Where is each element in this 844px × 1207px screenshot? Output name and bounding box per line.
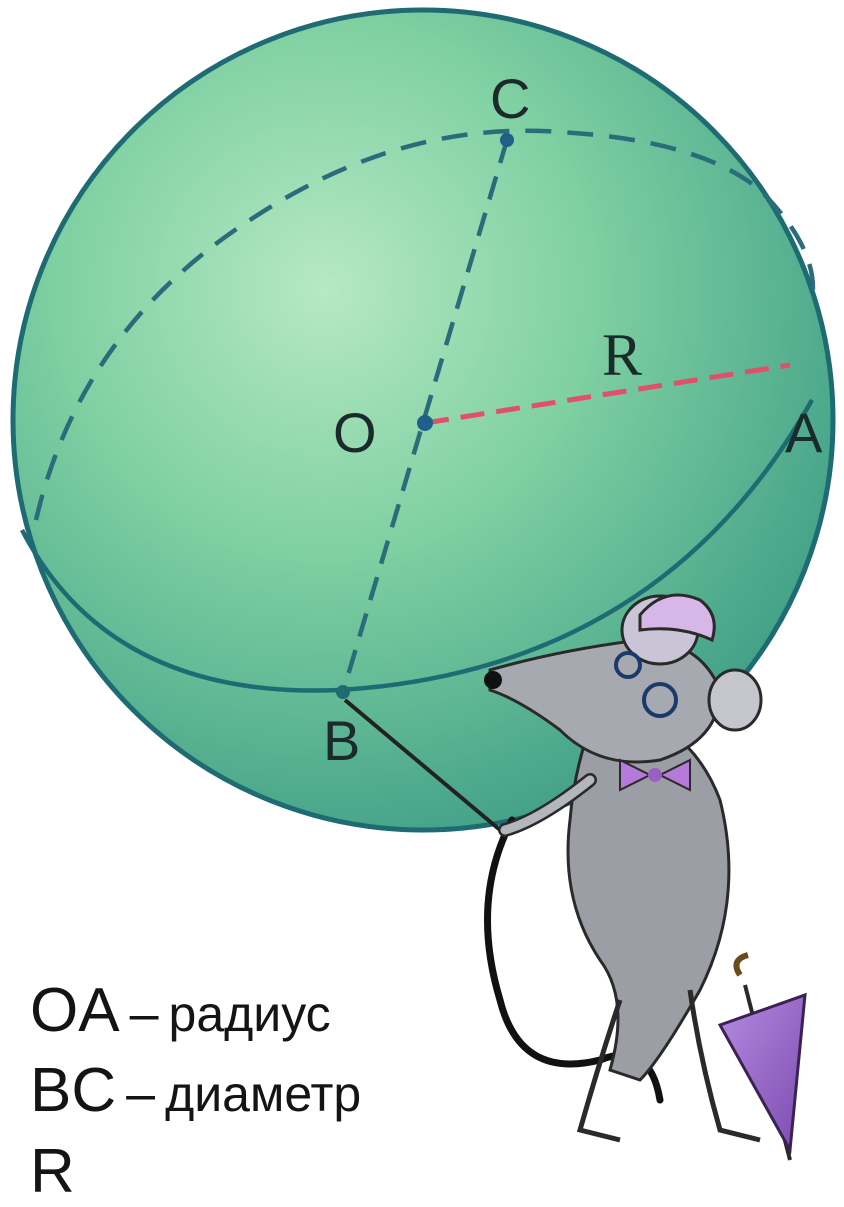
caption-dash: –: [129, 985, 159, 1043]
label-r: R: [602, 322, 642, 388]
caption-dash: –: [126, 1065, 156, 1123]
label-c: C: [490, 67, 530, 130]
caption-segment: BC: [30, 1056, 117, 1125]
radius-oa: [424, 362, 791, 426]
point-c: [500, 133, 514, 147]
caption-diameter: BC–диаметр: [30, 1055, 361, 1126]
point-b: [336, 685, 350, 699]
sphere-diagram: C O A B R: [10, 7, 836, 1161]
caption-term: радиус: [168, 986, 331, 1042]
caption-radius: OA–радиус: [30, 975, 331, 1046]
equator-back-arc: [33, 128, 816, 521]
caption-third-cut-off: R: [30, 1136, 75, 1207]
caption-segment: OA: [30, 976, 120, 1045]
caption-segment: R: [30, 1137, 75, 1206]
caption-term: диаметр: [165, 1066, 362, 1122]
label-o: O: [333, 401, 377, 464]
label-a: A: [785, 401, 823, 464]
label-b: B: [323, 709, 360, 772]
equator-front-arc: [20, 398, 814, 693]
point-o: [417, 415, 433, 431]
mouse-with-umbrella-icon: [343, 593, 807, 1161]
